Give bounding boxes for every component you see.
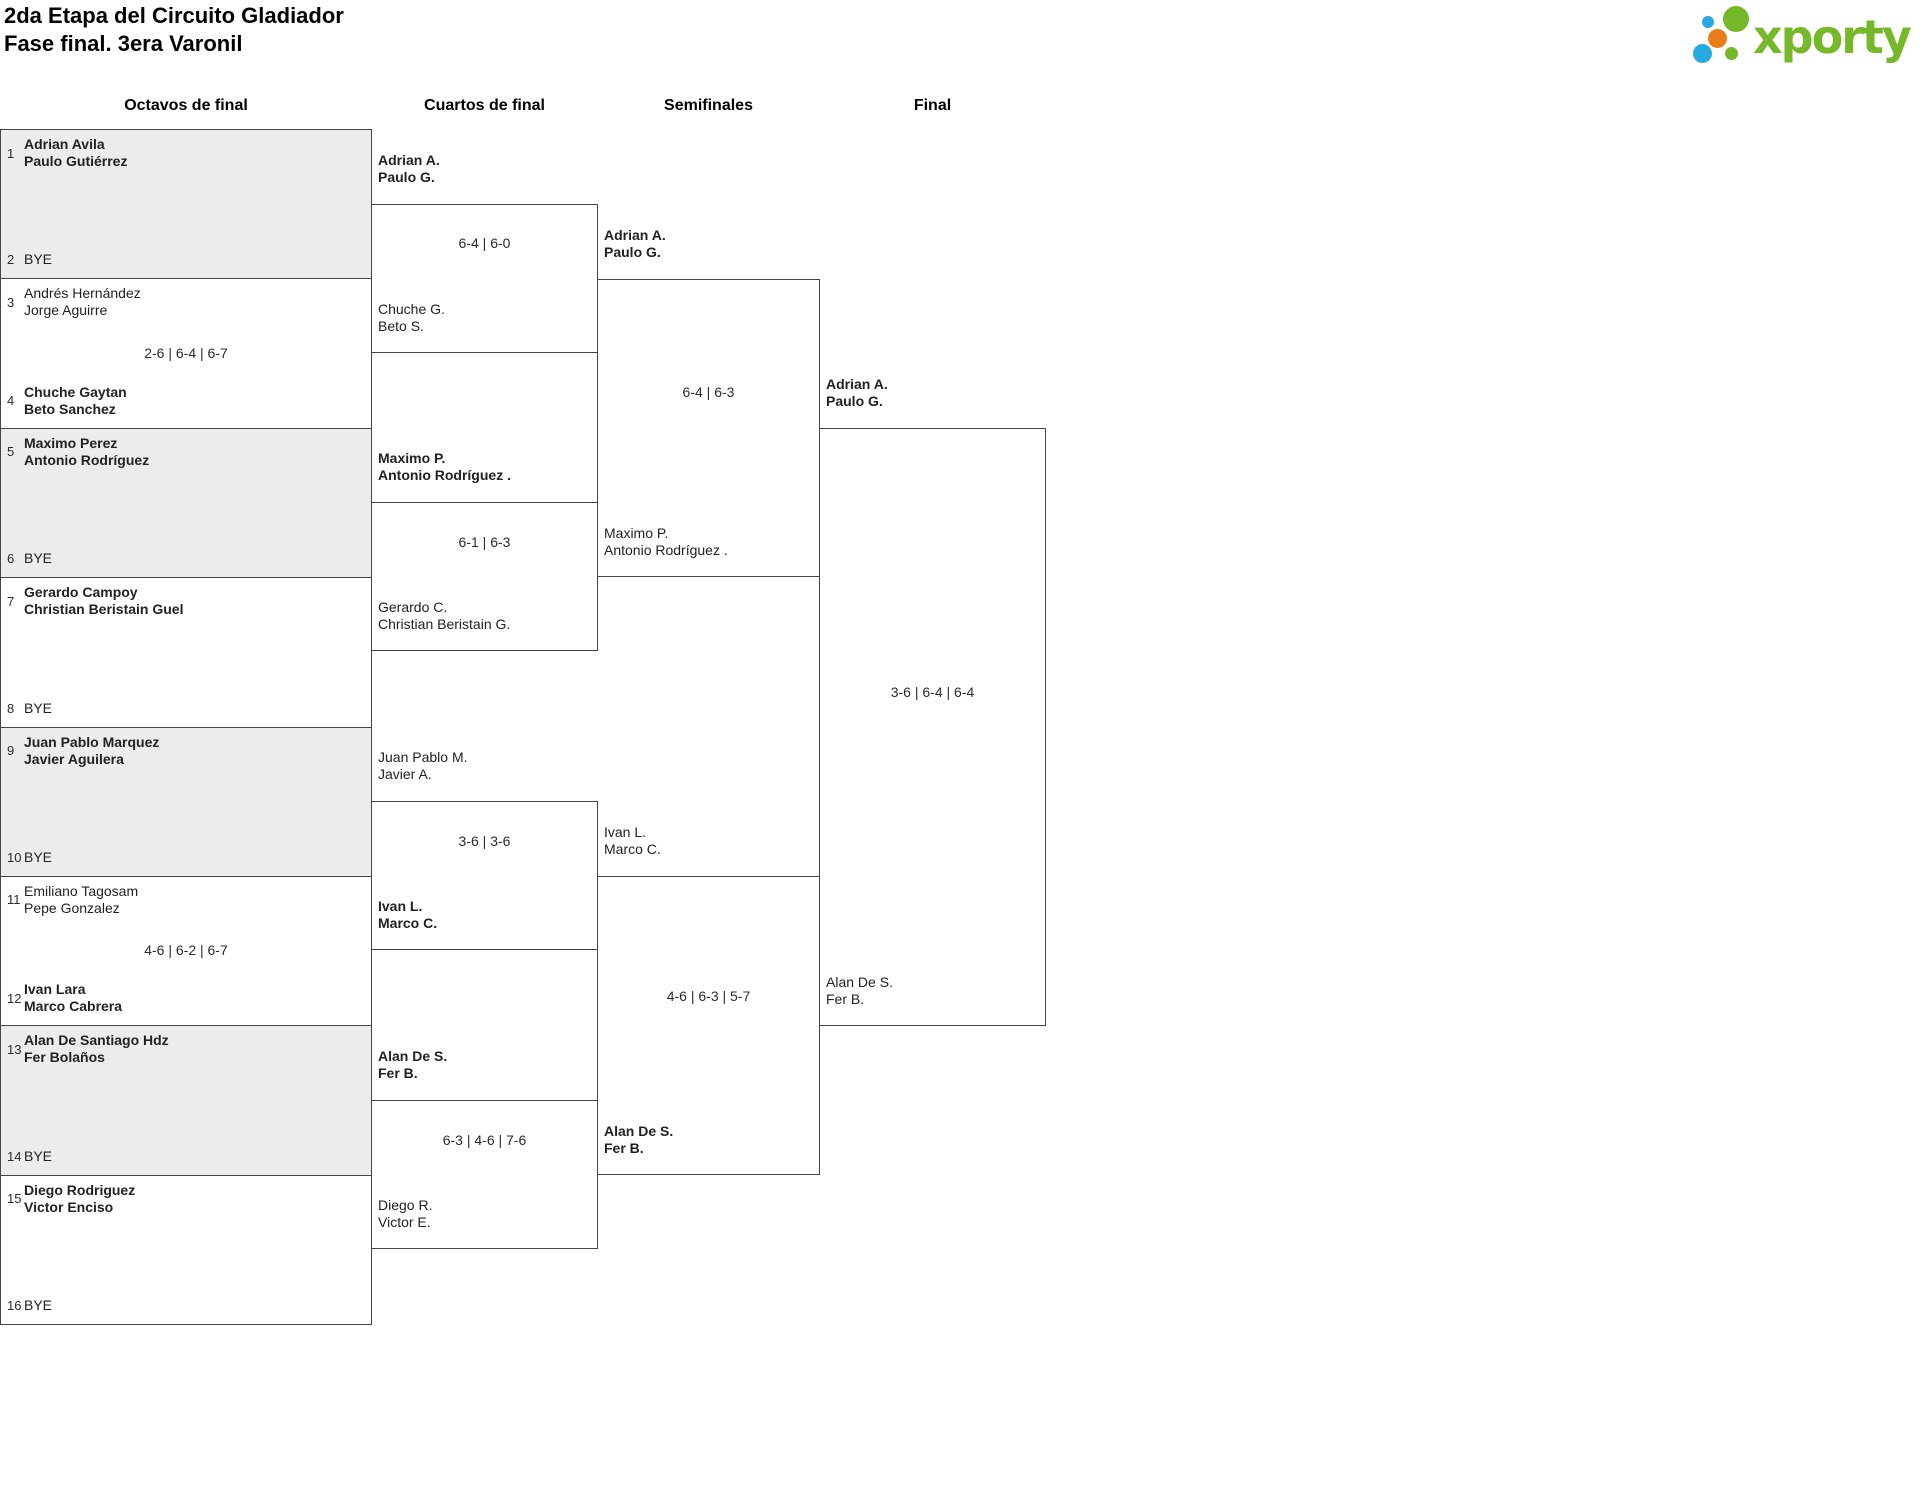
team-label: Gerardo C.Christian Beristain G. bbox=[378, 599, 511, 632]
seed-number: 10 bbox=[7, 849, 22, 865]
bye-label: BYE bbox=[24, 848, 53, 865]
match-score: 3-6 | 3-6 bbox=[458, 833, 511, 849]
team-label: Chuche G.Beto S. bbox=[378, 301, 445, 334]
bracket-slot-2: 2 BYE bbox=[7, 251, 367, 268]
bracket-slot-8: 8 BYE bbox=[7, 700, 367, 717]
seed-number: 16 bbox=[7, 1298, 22, 1313]
team-label: Adrian A.Paulo G. bbox=[378, 152, 440, 185]
bracket-slot-10: 10 BYE bbox=[7, 849, 367, 866]
team-label: Diego R.Victor E. bbox=[378, 1197, 433, 1230]
logo-dot-blue-medium bbox=[1693, 44, 1712, 63]
bye-label: BYE bbox=[24, 550, 53, 567]
bye-label: BYE bbox=[24, 1147, 53, 1164]
match-score: 6-3 | 4-6 | 7-6 bbox=[442, 1132, 527, 1148]
seed-number: 15 bbox=[7, 1191, 22, 1207]
team-label: Adrian A.Paulo G. bbox=[604, 227, 666, 260]
seed-number: 6 bbox=[7, 551, 15, 567]
match-score: 6-4 | 6-0 bbox=[458, 235, 511, 251]
seed-number: 9 bbox=[7, 743, 15, 758]
team-label: Alan De S.Fer B. bbox=[826, 974, 893, 1007]
bracket-slot-14: 14 BYE bbox=[7, 1148, 367, 1165]
logo-dot-orange bbox=[1708, 29, 1727, 48]
seed-number: 13 bbox=[7, 1041, 22, 1057]
team-label: Alan De S.Fer B. bbox=[378, 1048, 448, 1081]
logo-dot-blue-small bbox=[1702, 16, 1714, 28]
team-label: Maximo P.Antonio Rodríguez . bbox=[378, 450, 511, 483]
team-label: Adrian A.Paulo G. bbox=[826, 376, 888, 409]
team-label: Alan De S.Fer B. bbox=[604, 1123, 674, 1156]
seed-number: 5 bbox=[7, 444, 15, 460]
seed-number: 7 bbox=[7, 593, 15, 609]
match-score: 6-1 | 6-3 bbox=[458, 534, 511, 550]
round-header-octavos: Octavos de final bbox=[124, 97, 248, 114]
match-box-cuartos-1 bbox=[371, 204, 598, 353]
match-score: 4-6 | 6-2 | 6-7 bbox=[144, 942, 228, 959]
match-score: 3-6 | 6-4 | 6-4 bbox=[890, 684, 975, 700]
bye-label: BYE bbox=[24, 1297, 53, 1313]
seed-number: 11 bbox=[7, 892, 21, 908]
bye-label: BYE bbox=[24, 699, 53, 716]
seed-number: 8 bbox=[7, 700, 15, 716]
team-label: Maximo P.Antonio Rodríguez . bbox=[604, 525, 728, 558]
match-score: 4-6 | 6-3 | 5-7 bbox=[666, 988, 751, 1004]
match-score: 2-6 | 6-4 | 6-7 bbox=[144, 344, 228, 361]
team-label: Ivan L.Marco C. bbox=[378, 898, 438, 931]
seed-number: 1 bbox=[7, 145, 15, 161]
match-score: 6-4 | 6-3 bbox=[682, 384, 735, 400]
match-box-cuartos-3 bbox=[371, 801, 598, 950]
logo-dot-green-large bbox=[1723, 6, 1749, 32]
bye-label: BYE bbox=[24, 251, 53, 268]
seed-number: 14 bbox=[7, 1148, 22, 1164]
page-title: 2da Etapa del Circuito Gladiador Fase fi… bbox=[4, 2, 344, 58]
page-title-line-1: 2da Etapa del Circuito Gladiador bbox=[4, 3, 344, 28]
bracket-slot-16: 16 BYE bbox=[7, 1297, 367, 1314]
round-header-final: Final bbox=[913, 97, 952, 114]
match-box-final bbox=[819, 428, 1046, 1026]
page-title-line-2: Fase final. 3era Varonil bbox=[4, 31, 243, 56]
logo-wordmark: xporty bbox=[1753, 10, 1912, 64]
round-header-semifinales: Semifinales bbox=[664, 97, 753, 114]
logo-dot-green-small bbox=[1725, 47, 1738, 60]
seed-number: 12 bbox=[7, 990, 22, 1006]
team-label: Juan Pablo M.Javier A. bbox=[378, 749, 468, 782]
bracket-slot-6: 6 BYE bbox=[7, 550, 367, 567]
seed-number: 4 bbox=[7, 393, 15, 409]
seed-number: 2 bbox=[7, 252, 15, 268]
round-header-cuartos: Cuartos de final bbox=[424, 97, 545, 114]
seed-number: 3 bbox=[7, 294, 15, 310]
team-label: Ivan L.Marco C. bbox=[604, 824, 661, 857]
